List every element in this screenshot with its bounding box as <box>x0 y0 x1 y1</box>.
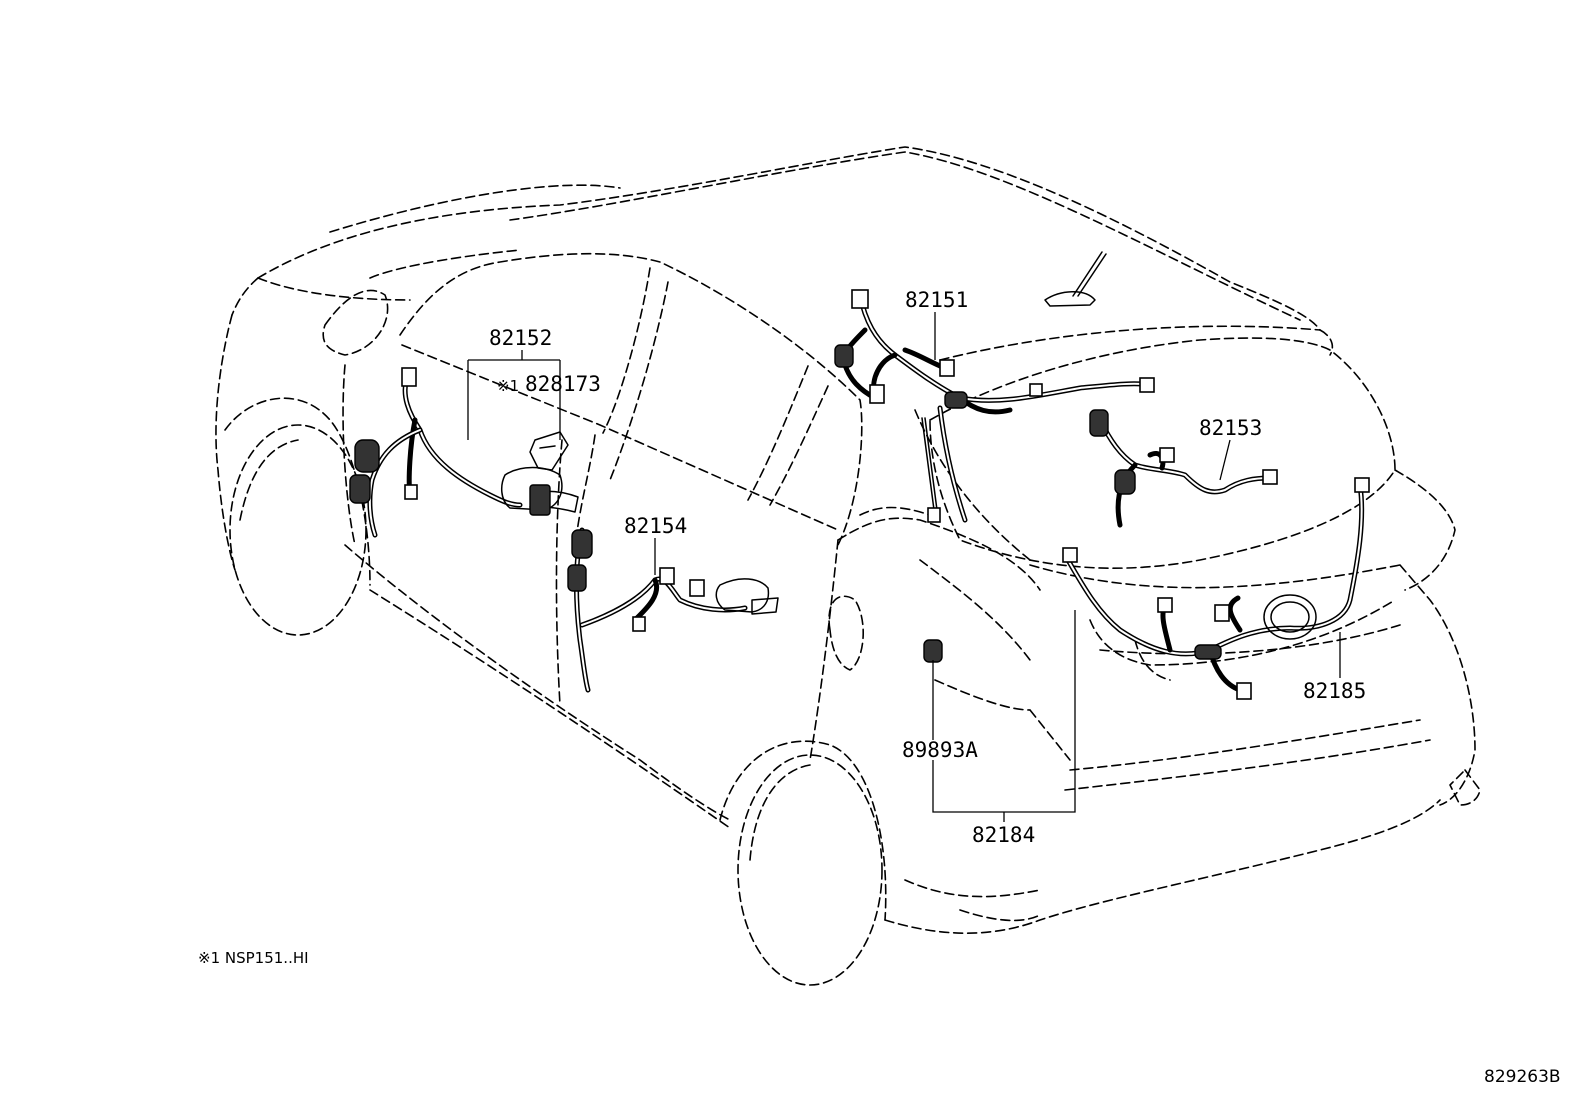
label-82152: 82152 <box>489 326 552 350</box>
label-82153: 82153 <box>1199 416 1262 440</box>
leader-lines <box>467 312 1341 822</box>
part-828173 <box>529 431 569 471</box>
label-82151: 82151 <box>905 288 968 312</box>
label-82184: 82184 <box>972 823 1035 847</box>
footnote: ※1 NSP151..HI <box>198 949 309 967</box>
label-82185: 82185 <box>1303 679 1366 703</box>
harness-82153 <box>1089 409 1278 528</box>
roof-antenna <box>1044 251 1107 307</box>
harness-82152 <box>349 367 579 538</box>
label-82154: 82154 <box>624 514 687 538</box>
car-body-outline <box>215 146 1481 986</box>
harness-82154 <box>567 527 779 693</box>
harness-89893A <box>921 417 943 663</box>
note-marker: ※1 <box>497 377 519 395</box>
harness-82185 <box>1062 477 1370 700</box>
label-89893A: 89893A <box>902 738 978 762</box>
label-828173: 828173 <box>525 372 601 396</box>
harness-82151 <box>834 289 1155 523</box>
part-labels: 82151 82152 ※1 828173 82153 82154 82185 … <box>489 288 1366 847</box>
drawing-code: 829263B <box>1484 1067 1561 1087</box>
